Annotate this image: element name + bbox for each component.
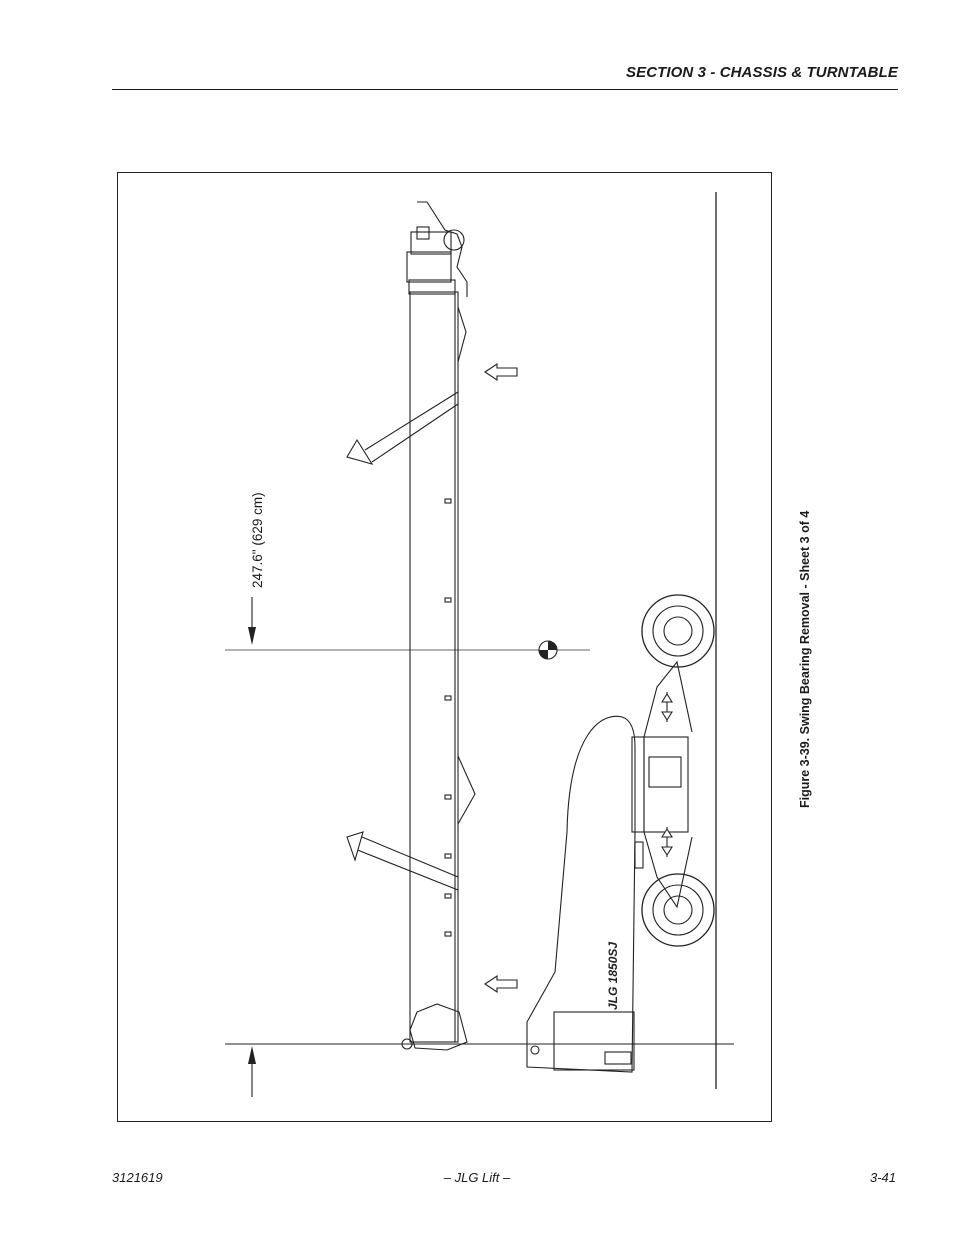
- wheel-lower: [641, 873, 715, 947]
- figure-frame: [117, 172, 772, 1122]
- section-title: SECTION 3 - CHASSIS & TURNTABLE: [625, 64, 898, 81]
- direction-arrow-lower: [484, 974, 518, 994]
- boom: [401, 201, 476, 1051]
- doc-number: 3121619: [112, 1170, 163, 1185]
- lifting-sling-upper: [346, 391, 459, 465]
- direction-arrow-upper: [484, 362, 518, 382]
- dimension-label: 247.6" (629 cm): [250, 492, 265, 588]
- center-of-gravity-symbol: [538, 640, 558, 660]
- lifting-sling-lower: [346, 831, 459, 891]
- figure-caption: Figure 3-39. Swing Bearing Removal - She…: [798, 510, 812, 808]
- header-rule: [112, 89, 898, 90]
- page-number: 3-41: [869, 1170, 896, 1185]
- footer-brand: – JLG Lift –: [443, 1170, 511, 1185]
- turntable: JLG 1850SJ: [526, 715, 645, 1073]
- wheel-upper: [641, 594, 715, 668]
- boom-machine-illustration: JLG 1850SJ: [225, 192, 734, 1097]
- chassis: [643, 660, 693, 909]
- machine-logo: JLG 1850SJ: [606, 942, 620, 1010]
